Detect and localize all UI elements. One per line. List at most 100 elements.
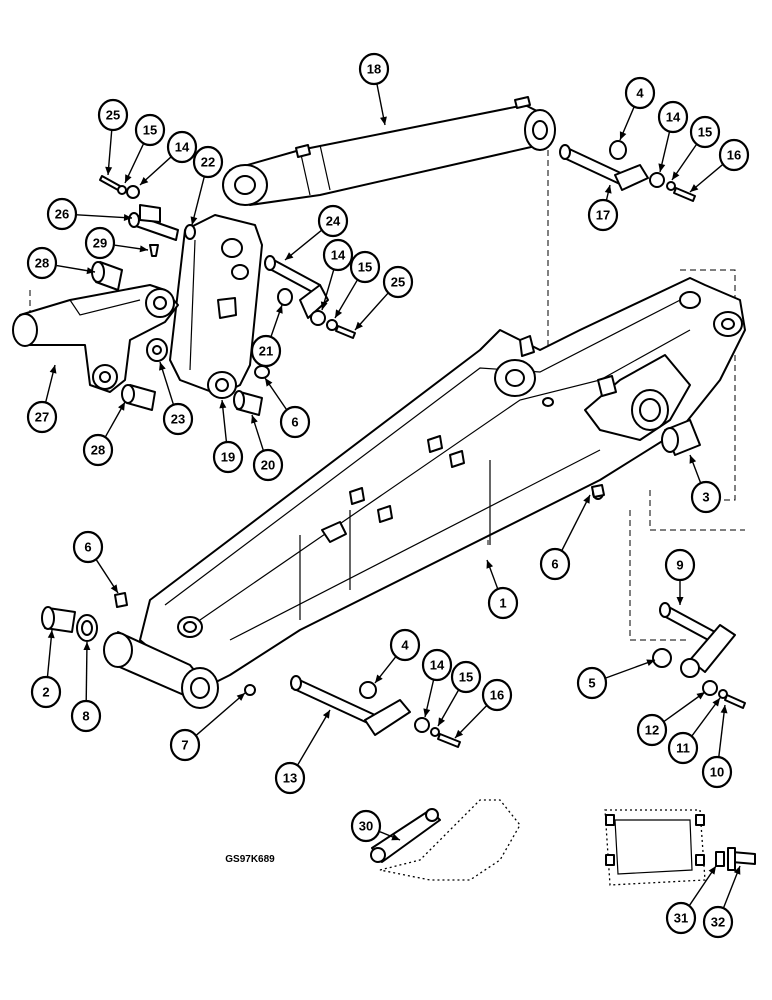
callout-28: 28 xyxy=(26,246,96,280)
callout-13: 13 xyxy=(274,709,331,795)
arrowhead-icon xyxy=(486,560,494,569)
callout-number: 1 xyxy=(499,596,506,611)
callout-number: 5 xyxy=(588,676,595,691)
callout-circle xyxy=(702,905,734,939)
callout-number: 10 xyxy=(710,765,724,780)
callout-leader xyxy=(76,214,133,219)
arrowhead-icon xyxy=(455,729,464,738)
callout-11: 11 xyxy=(667,697,721,765)
inset-link-detail xyxy=(370,799,521,881)
arrowhead-icon xyxy=(733,866,741,875)
callout-circle xyxy=(690,480,722,514)
callout-circle xyxy=(317,204,349,238)
arrowhead-icon xyxy=(322,710,330,719)
arrowhead-icon xyxy=(438,717,446,726)
callout-24: 24 xyxy=(284,204,349,261)
arrowhead-icon xyxy=(86,267,95,275)
arrowhead-icon xyxy=(676,597,684,605)
callout-circle xyxy=(382,265,414,299)
callout-circle xyxy=(26,400,58,434)
callout-15: 15 xyxy=(124,113,166,184)
arrowhead-icon xyxy=(619,131,627,140)
callout-number: 23 xyxy=(171,412,185,427)
callout-number: 20 xyxy=(261,458,275,473)
callout-number: 19 xyxy=(221,450,235,465)
callout-number: 14 xyxy=(430,658,445,673)
arrowhead-icon xyxy=(689,455,697,464)
callout-number: 6 xyxy=(551,557,558,572)
callout-number: 4 xyxy=(401,638,409,653)
callout-19: 19 xyxy=(212,399,244,474)
callout-circle xyxy=(30,675,62,709)
callout-circle xyxy=(70,699,102,733)
callout-leader xyxy=(195,692,246,736)
callout-circle xyxy=(212,440,244,474)
callout-number: 26 xyxy=(55,207,69,222)
callout-leader xyxy=(605,659,656,679)
callout-circle xyxy=(689,115,721,149)
arrowhead-icon xyxy=(219,400,227,409)
callout-circle xyxy=(389,628,421,662)
callout-number: 28 xyxy=(35,256,49,271)
arrowhead-icon xyxy=(285,252,294,260)
boom-foot-pivot xyxy=(103,631,256,709)
callout-12: 12 xyxy=(636,691,706,747)
callout-number: 2 xyxy=(42,685,49,700)
arrowhead-icon xyxy=(690,184,699,192)
callout-leader xyxy=(297,709,331,766)
arrowhead-icon xyxy=(125,174,132,183)
callout-15: 15 xyxy=(671,115,721,181)
callout-6: 6 xyxy=(539,494,591,581)
callout-circle xyxy=(82,433,114,467)
callout-number: 15 xyxy=(698,125,712,140)
arrowhead-icon xyxy=(236,693,245,701)
callout-number: 14 xyxy=(666,110,681,125)
callout-23: 23 xyxy=(159,361,194,436)
arrowhead-icon xyxy=(583,495,590,504)
callout-circle xyxy=(192,145,224,179)
callout-number: 32 xyxy=(711,915,725,930)
callout-14: 14 xyxy=(139,130,198,186)
figure-reference-code: GS97K689 xyxy=(225,854,275,865)
callout-leader xyxy=(354,292,389,331)
callout-number: 21 xyxy=(259,344,273,359)
callout-circle xyxy=(624,76,656,110)
arrowhead-icon xyxy=(708,866,716,875)
callout-number: 17 xyxy=(596,208,610,223)
arrowhead-icon xyxy=(712,698,720,707)
arrowhead-icon xyxy=(83,642,91,651)
callout-number: 12 xyxy=(645,723,659,738)
callout-number: 25 xyxy=(106,108,120,123)
callout-18: 18 xyxy=(358,52,390,126)
callout-circle xyxy=(252,448,284,482)
arrowhead-icon xyxy=(320,301,328,310)
callout-15: 15 xyxy=(334,250,381,319)
callout-circle xyxy=(166,130,198,164)
callout-25: 25 xyxy=(354,265,414,331)
arrowhead-icon xyxy=(159,362,166,371)
arrowhead-icon xyxy=(423,708,431,717)
callout-leader xyxy=(191,176,205,226)
callout-circle xyxy=(350,809,382,843)
callout-6: 6 xyxy=(72,530,119,594)
callout-number: 16 xyxy=(490,688,504,703)
callout-circle xyxy=(718,138,750,172)
callout-number: 8 xyxy=(82,709,89,724)
callout-14: 14 xyxy=(320,238,354,311)
callout-number: 14 xyxy=(331,248,346,263)
callout-4: 4 xyxy=(619,76,656,141)
callout-circle xyxy=(487,586,519,620)
callout-circle xyxy=(450,660,482,694)
inset-bracket-detail xyxy=(604,809,756,886)
arrowhead-icon xyxy=(380,116,387,125)
arrowhead-icon xyxy=(646,659,655,667)
arrowhead-icon xyxy=(672,171,680,180)
callout-27: 27 xyxy=(26,364,58,434)
callout-number: 31 xyxy=(674,911,688,926)
arrowhead-icon xyxy=(47,630,55,639)
callout-1: 1 xyxy=(486,559,519,620)
arrowhead-icon xyxy=(276,305,283,314)
callout-14: 14 xyxy=(657,100,689,173)
arrowhead-icon xyxy=(105,166,113,175)
